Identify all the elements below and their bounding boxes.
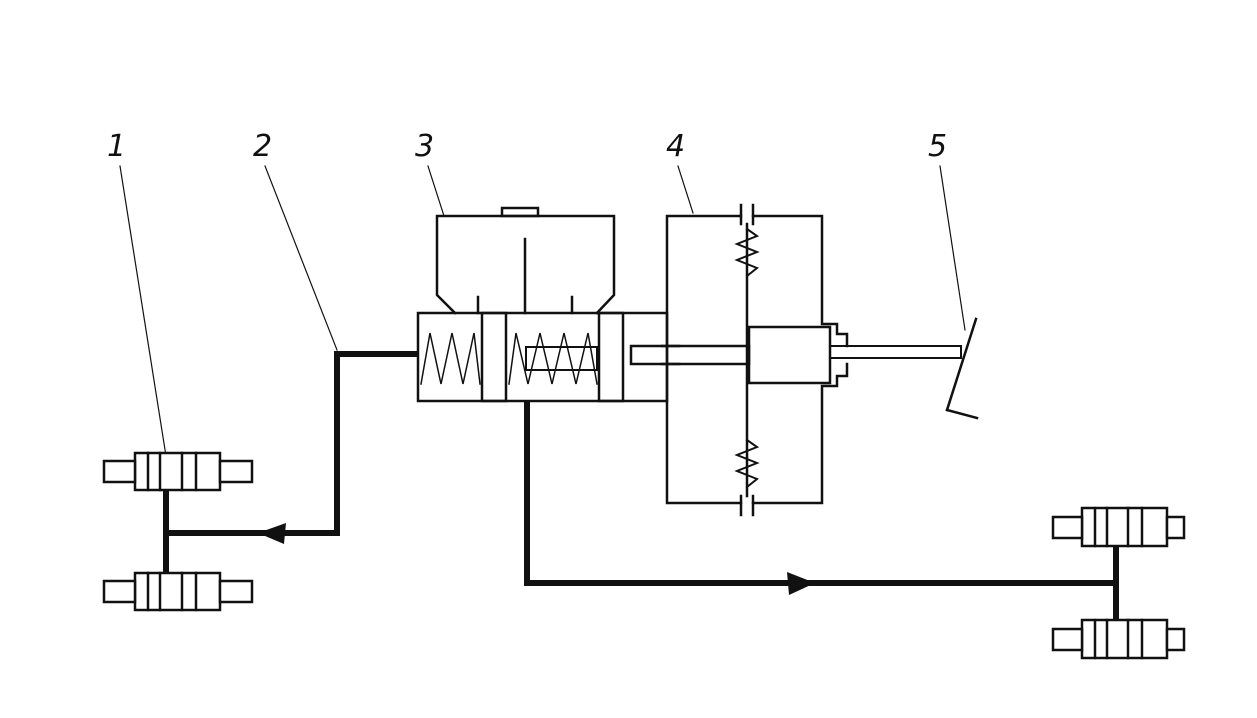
return-spring-rear (508, 332, 598, 385)
callout-label-2: 2 (253, 129, 273, 164)
front-brake-line (168, 351, 418, 536)
master-pushrod (629, 344, 751, 366)
vacuum-booster (660, 203, 962, 517)
secondary-piston (597, 311, 625, 403)
callout-label-3: 3 (415, 129, 435, 164)
spring-guide (525, 346, 598, 371)
booster-housing-right (751, 214, 849, 348)
callout-label-4: 4 (666, 129, 686, 164)
brake-pipelines (163, 351, 1119, 621)
master-cylinder (416, 206, 751, 403)
booster-spring-upper (734, 227, 760, 278)
wheel-cylinder-front-upper (102, 451, 254, 492)
leader-line-1 (119, 165, 167, 457)
booster-valve-body (747, 325, 832, 385)
callout-label-1: 1 (107, 129, 127, 164)
leader-lines (119, 165, 966, 457)
master-cylinder-body (416, 311, 669, 403)
return-spring-front (420, 332, 481, 385)
booster-housing-upper (665, 214, 743, 505)
pedal-arm (945, 317, 978, 412)
reservoir-cap (500, 206, 540, 218)
callout-label-5: 5 (928, 129, 948, 164)
booster-housing-right-lower (751, 362, 849, 505)
leader-line-3 (427, 165, 445, 217)
booster-spring-lower (734, 438, 760, 489)
wheel-cylinder-rear-upper (1051, 506, 1186, 548)
wheel-cylinder-front-lower (102, 571, 254, 612)
rear-brake-line (524, 401, 1119, 586)
leader-line-5 (939, 165, 966, 331)
wheel-cylinder-rear-lower (1051, 618, 1186, 660)
pedal-pad (945, 408, 979, 420)
brake-pedal (945, 317, 979, 420)
arrow-right-icon (787, 572, 815, 595)
leader-line-4 (677, 165, 694, 214)
booster-input-rod (829, 345, 962, 359)
primary-piston (480, 311, 508, 403)
arrow-left-icon (258, 523, 286, 544)
leader-line-2 (264, 165, 338, 351)
